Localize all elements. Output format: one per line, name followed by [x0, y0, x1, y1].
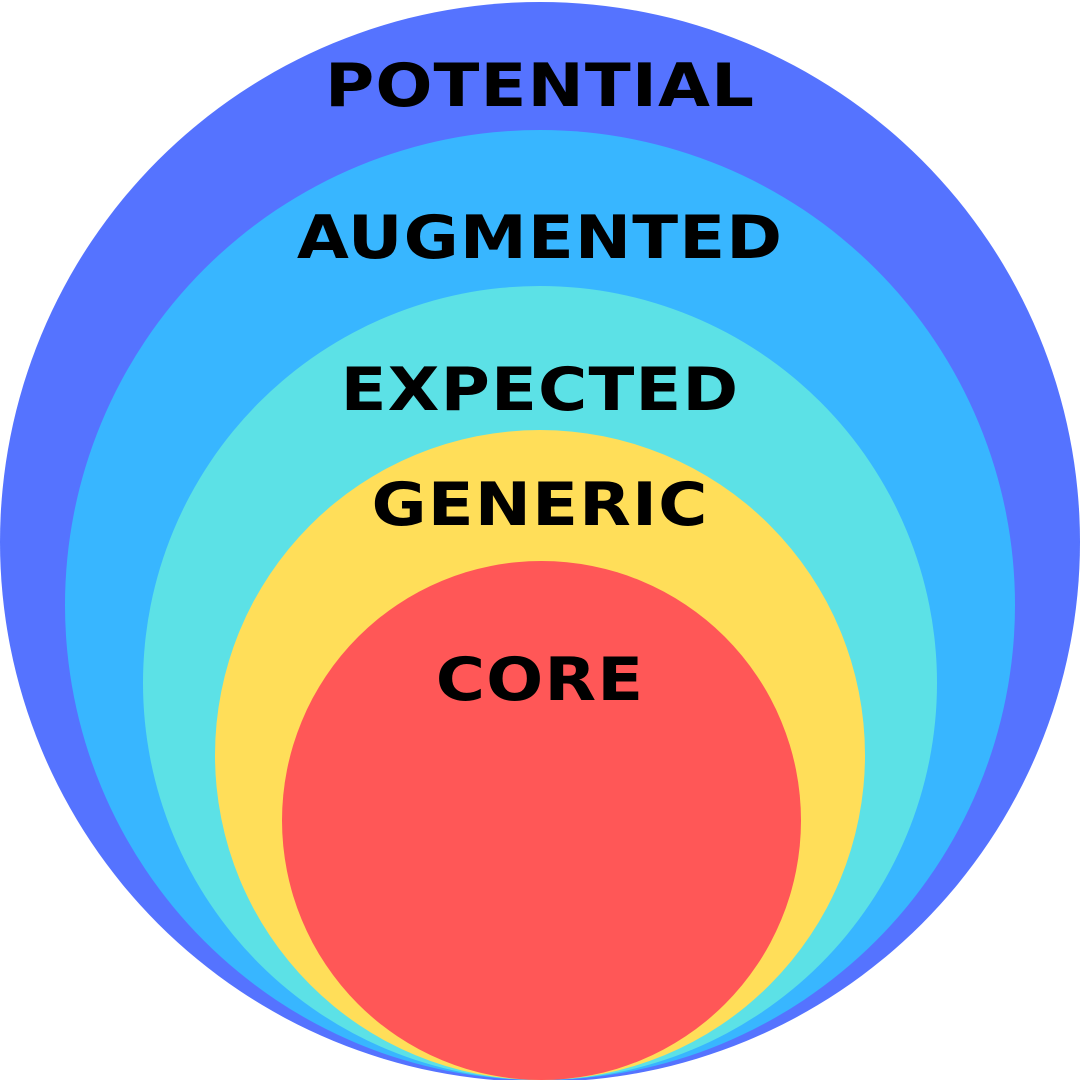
label-core: CORE [435, 645, 645, 715]
label-generic: GENERIC [371, 470, 709, 540]
label-potential: POTENTIAL [324, 51, 756, 121]
ring-core [282, 561, 801, 1080]
label-expected: EXPECTED [340, 355, 740, 425]
label-augmented: AUGMENTED [296, 203, 784, 273]
